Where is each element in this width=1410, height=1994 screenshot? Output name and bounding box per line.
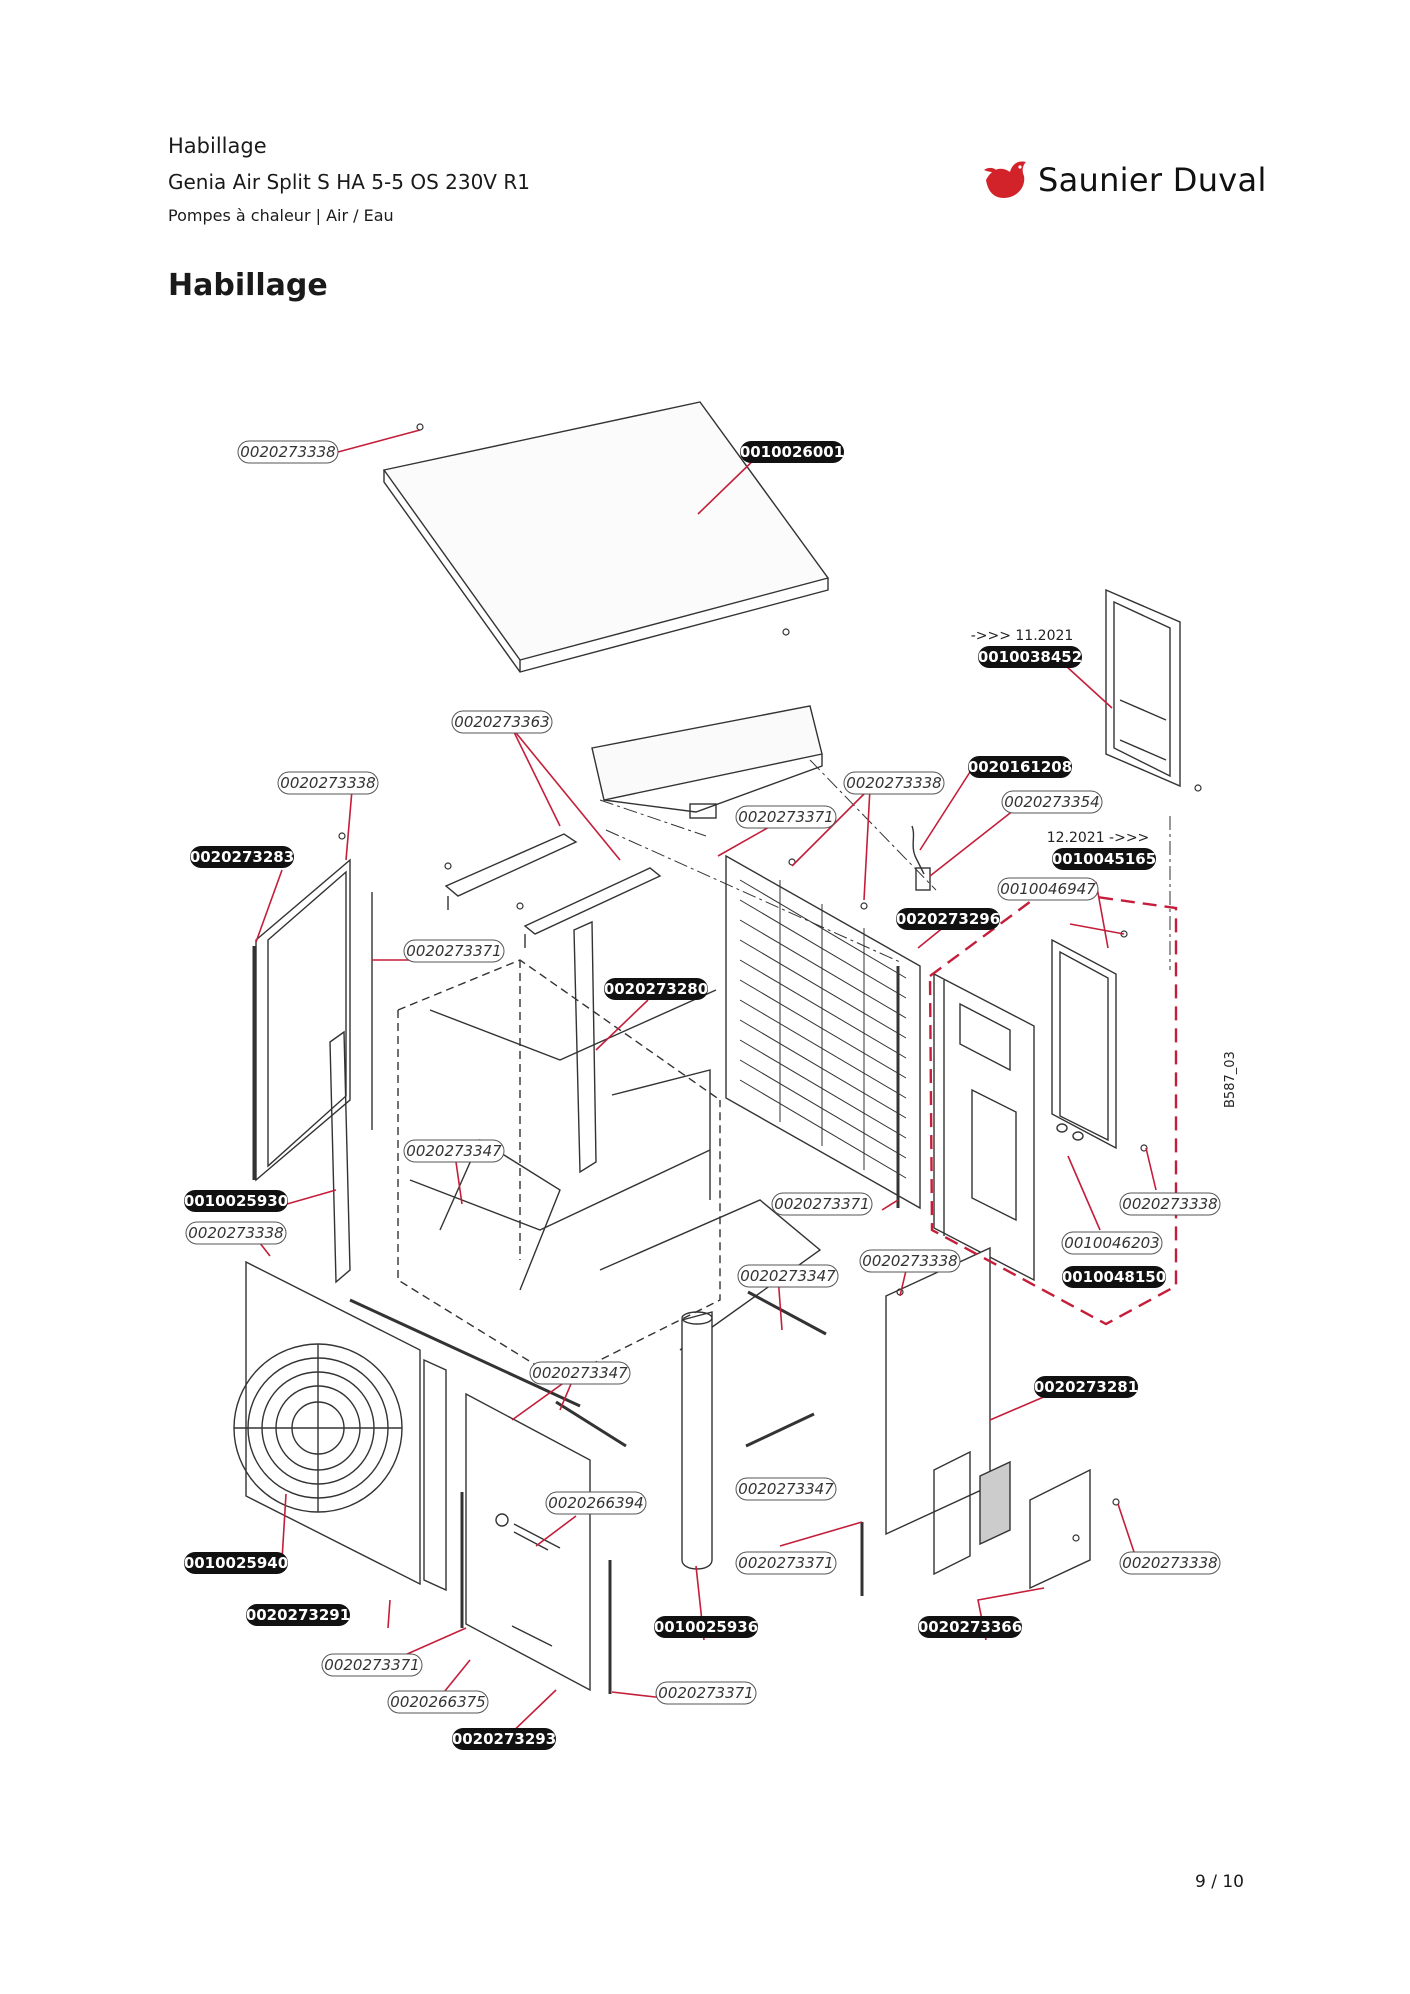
part-number: 0020273347 — [532, 1364, 628, 1382]
part-number: 0020273291 — [246, 1606, 350, 1624]
part-number: 0020273338 — [240, 443, 335, 461]
part-labels: 0020273338 0010026001 0020273363 ->>> 11… — [184, 440, 1238, 1750]
header-section-title: Habillage — [168, 134, 267, 158]
part-number: 0010025930 — [184, 1192, 288, 1210]
part-label: 0020273371 — [771, 1192, 873, 1216]
brand-name: Saunier Duval — [1038, 161, 1267, 199]
drawing-code: B587_03 — [1223, 1051, 1238, 1108]
part-number: 0020273371 — [324, 1656, 419, 1674]
part-label: 0020273338 — [1119, 1192, 1221, 1216]
part-label: 0020273280 — [604, 978, 708, 1000]
part-number: 0020273366 — [918, 1618, 1022, 1636]
part-number: 0010048150 — [1062, 1268, 1166, 1286]
part-label: 0020273291 — [246, 1604, 350, 1626]
part-label: 0020273347 — [737, 1264, 839, 1288]
part-label: 0020273338 — [277, 771, 379, 795]
part-label: 0020273371 — [403, 939, 505, 963]
date-note: ->>> 11.2021 — [971, 628, 1074, 644]
part-label: 0020273371 — [735, 805, 837, 829]
page-number: 9 / 10 — [1195, 1872, 1244, 1892]
part-label: 0010038452 — [978, 646, 1082, 668]
part-label: 0020273354 — [1001, 790, 1103, 814]
part-number: 0020273338 — [846, 774, 941, 792]
part-label: 0010025940 — [184, 1552, 288, 1574]
part-number: 0020273363 — [454, 713, 549, 731]
part-label: 0010046203 — [1061, 1231, 1163, 1255]
part-number: 0020273371 — [658, 1684, 753, 1702]
part-label: 0020266394 — [545, 1491, 647, 1515]
part-number: 0020266375 — [390, 1693, 485, 1711]
part-label: 0010025930 — [184, 1190, 288, 1212]
part-number: 0020273293 — [452, 1730, 556, 1748]
part-label: 0020266375 — [387, 1690, 489, 1714]
part-label: 0020273338 — [237, 440, 339, 464]
part-number: 0020273338 — [280, 774, 375, 792]
part-number: 0020273371 — [738, 1554, 833, 1572]
part-number: 0010045165 — [1052, 850, 1156, 868]
part-label: 0020273293 — [452, 1728, 556, 1750]
part-label: 0020273347 — [403, 1139, 505, 1163]
part-number: 0020273296 — [896, 910, 1000, 928]
part-label: 0020161208 — [968, 756, 1072, 778]
part-label: 0020273281 — [1034, 1376, 1138, 1398]
part-label: 0020273347 — [735, 1477, 837, 1501]
diagram-drawing — [233, 401, 1202, 1694]
part-number: 0020273354 — [1004, 793, 1099, 811]
part-number: 0010046203 — [1064, 1234, 1159, 1252]
part-number: 0020273280 — [604, 980, 708, 998]
part-number: 0020273371 — [774, 1195, 869, 1213]
part-number: 0010026001 — [740, 443, 844, 461]
part-label: 0020273371 — [735, 1551, 837, 1575]
part-label: 0020273338 — [1119, 1551, 1221, 1575]
date-note: 12.2021 ->>> — [1047, 830, 1150, 846]
part-label: 0020273363 — [451, 710, 553, 734]
part-label: 0020273338 — [859, 1249, 961, 1273]
brand-logo: Saunier Duval — [982, 158, 1267, 202]
part-number: 0010025940 — [184, 1554, 288, 1572]
part-label: 0020273338 — [843, 771, 945, 795]
part-label: 0020273366 — [918, 1616, 1022, 1638]
part-number: 0020273338 — [862, 1252, 957, 1270]
part-number: 0020273371 — [406, 942, 501, 960]
part-number: 0020273283 — [190, 848, 294, 866]
part-number: 0020273347 — [738, 1480, 834, 1498]
part-label: 0010026001 — [740, 441, 844, 463]
part-number: 0010046947 — [1000, 880, 1096, 898]
page-title: Habillage — [168, 268, 328, 303]
part-label: 0020273347 — [529, 1361, 631, 1385]
bird-logo-icon — [984, 161, 1026, 198]
part-number: 0020273281 — [1034, 1378, 1138, 1396]
header-product-name: Genia Air Split S HA 5-5 OS 230V R1 — [168, 170, 530, 194]
part-label: 0020273338 — [185, 1221, 287, 1245]
part-number: 0020273338 — [188, 1224, 283, 1242]
part-label: 0010025936 — [654, 1616, 758, 1638]
part-number: 0020161208 — [968, 758, 1072, 776]
part-label: 0010046947 — [997, 877, 1099, 901]
part-number: 0020273338 — [1122, 1554, 1217, 1572]
header-category: Pompes à chaleur | Air / Eau — [168, 206, 394, 225]
part-number: 0010038452 — [978, 648, 1082, 666]
part-number: 0020273338 — [1122, 1195, 1217, 1213]
part-label: 0020273296 — [896, 908, 1000, 930]
part-label: 0020273371 — [321, 1653, 423, 1677]
part-label: 0020273283 — [190, 846, 294, 868]
part-number: 0020273347 — [406, 1142, 502, 1160]
part-number: 0020266394 — [548, 1494, 643, 1512]
part-label: 0020273371 — [655, 1681, 757, 1705]
part-label: 0010045165 — [1052, 848, 1156, 870]
part-number: 0020273347 — [740, 1267, 836, 1285]
part-label: 0010048150 — [1062, 1266, 1166, 1288]
part-number: 0010025936 — [654, 1618, 758, 1636]
part-number: 0020273371 — [738, 808, 833, 826]
